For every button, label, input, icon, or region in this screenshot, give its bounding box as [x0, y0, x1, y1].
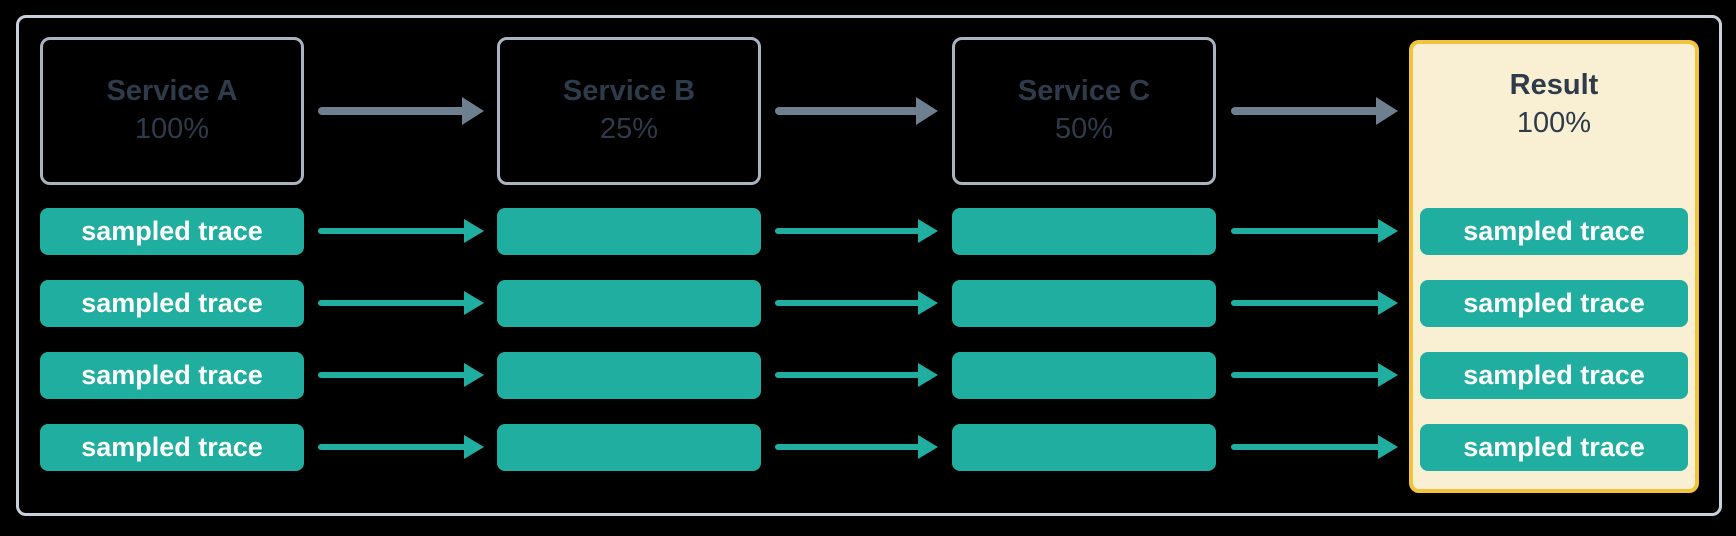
service-b-title: Service B [562, 75, 696, 108]
service-c-box: Service C 50% [952, 37, 1216, 185]
service-b-rate: 25% [599, 113, 659, 145]
arrow-line [318, 107, 468, 115]
sampled-trace-label: sampled trace [81, 216, 263, 246]
service-flow-arrow-a-b [318, 96, 484, 126]
service-c-title: Service C [1017, 75, 1151, 108]
arrow-line [318, 300, 470, 306]
trace-arrow [318, 218, 484, 244]
sampled-trace-label: sampled trace [1463, 360, 1645, 390]
sampled-trace-bar: sampled trace [40, 208, 304, 255]
sampled-trace-bar [497, 208, 761, 255]
sampled-trace-bar: sampled trace [40, 280, 304, 327]
service-flow-arrow-c-result [1231, 96, 1398, 126]
sampled-trace-bar [952, 208, 1216, 255]
sampled-trace-label: sampled trace [81, 432, 263, 462]
arrow-head-icon [918, 435, 938, 459]
arrow-line [775, 444, 924, 450]
arrow-head-icon [918, 219, 938, 243]
trace-arrow [1231, 218, 1398, 244]
sampled-trace-label: sampled trace [1463, 288, 1645, 318]
trace-arrow [318, 362, 484, 388]
arrow-head-icon [1378, 291, 1398, 315]
arrow-head-icon [916, 97, 938, 125]
trace-arrow [1231, 362, 1398, 388]
arrow-line [318, 372, 470, 378]
trace-arrow [318, 290, 484, 316]
service-a-box: Service A 100% [40, 37, 304, 185]
sampled-trace-bar: sampled trace [40, 352, 304, 399]
arrow-line [1231, 444, 1384, 450]
arrow-line [318, 444, 470, 450]
trace-arrow [1231, 434, 1398, 460]
sampled-trace-bar: sampled trace [1420, 280, 1688, 327]
service-c-rate: 50% [1054, 113, 1114, 145]
sampled-trace-label: sampled trace [1463, 216, 1645, 246]
service-a-rate: 100% [134, 113, 210, 145]
sampled-trace-bar: sampled trace [1420, 352, 1688, 399]
sampled-trace-bar [497, 352, 761, 399]
arrow-head-icon [464, 219, 484, 243]
arrow-head-icon [464, 363, 484, 387]
arrow-line [775, 228, 924, 234]
arrow-line [1231, 372, 1384, 378]
sampled-trace-bar [952, 424, 1216, 471]
result-header: Result 100% [1413, 69, 1695, 140]
arrow-head-icon [464, 291, 484, 315]
trace-arrow [775, 218, 938, 244]
sampled-trace-bar [952, 352, 1216, 399]
sampled-trace-bar [497, 424, 761, 471]
arrow-line [775, 300, 924, 306]
arrow-head-icon [462, 97, 484, 125]
arrow-line [775, 372, 924, 378]
sampled-trace-bar: sampled trace [1420, 208, 1688, 255]
arrow-head-icon [1378, 435, 1398, 459]
trace-arrow [775, 362, 938, 388]
arrow-line [318, 228, 470, 234]
sampled-trace-label: sampled trace [81, 288, 263, 318]
service-a-title: Service A [106, 75, 238, 108]
sampled-trace-bar: sampled trace [1420, 424, 1688, 471]
arrow-line [775, 107, 922, 115]
trace-arrow [318, 434, 484, 460]
arrow-head-icon [1378, 363, 1398, 387]
result-title: Result [1509, 69, 1599, 101]
arrow-head-icon [1378, 219, 1398, 243]
sampled-trace-bar [952, 280, 1216, 327]
sampled-trace-label: sampled trace [1463, 432, 1645, 462]
service-flow-arrow-b-c [775, 96, 938, 126]
trace-arrow [775, 434, 938, 460]
trace-arrow [1231, 290, 1398, 316]
arrow-head-icon [1376, 97, 1398, 125]
trace-arrow [775, 290, 938, 316]
arrow-head-icon [918, 363, 938, 387]
result-box: Result 100% [1409, 40, 1699, 493]
service-b-box: Service B 25% [497, 37, 761, 185]
sampled-trace-label: sampled trace [81, 360, 263, 390]
sampled-trace-bar [497, 280, 761, 327]
arrow-line [1231, 107, 1382, 115]
result-rate: 100% [1516, 106, 1592, 139]
arrow-head-icon [464, 435, 484, 459]
arrow-line [1231, 228, 1384, 234]
diagram-outer-frame [16, 15, 1722, 516]
sampled-trace-bar: sampled trace [40, 424, 304, 471]
arrow-line [1231, 300, 1384, 306]
arrow-head-icon [918, 291, 938, 315]
